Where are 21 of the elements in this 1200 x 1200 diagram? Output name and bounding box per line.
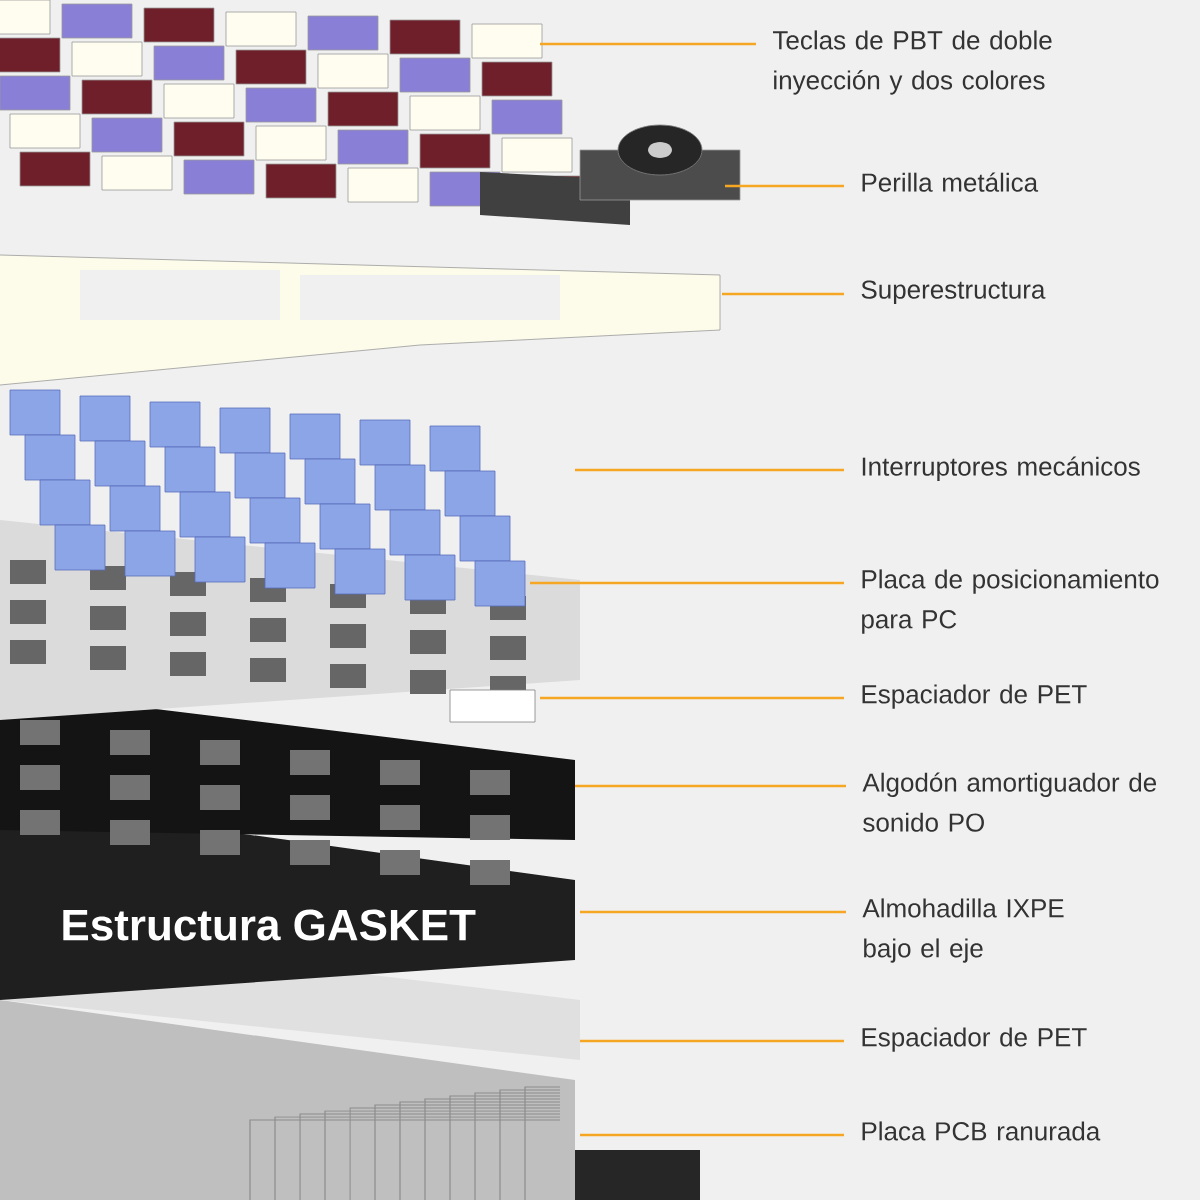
leader-line — [575, 784, 846, 788]
part-label: Espaciador de PET — [862, 1027, 1087, 1052]
part-label: Superestructura — [861, 280, 1046, 304]
part-label: Teclas de PBT de doble inyección y dos colores — [773, 30, 1052, 95]
title: Estructura GASKET — [63, 909, 476, 941]
leader-line — [530, 581, 844, 585]
leader-line — [725, 184, 844, 188]
part-label: Algodón amortiguador de sonido PO — [862, 772, 1157, 832]
leader-line — [580, 910, 846, 914]
part-label: Interruptores mecánicos — [862, 456, 1140, 481]
part-label: Placa de posicionamiento para PC — [862, 569, 1159, 634]
leader-line — [540, 696, 844, 700]
part-label: Almohadilla IXPE bajo el eje — [862, 898, 1064, 963]
part-label: Placa PCB ranurada — [862, 1121, 1101, 1141]
leader-line — [575, 468, 844, 472]
leader-line — [580, 1039, 844, 1043]
leader-line — [540, 42, 756, 46]
leader-line — [580, 1133, 844, 1137]
leader-line — [722, 292, 844, 296]
part-label: Perilla metálica — [862, 172, 1039, 192]
part-label: Espaciador de PET — [862, 684, 1087, 709]
